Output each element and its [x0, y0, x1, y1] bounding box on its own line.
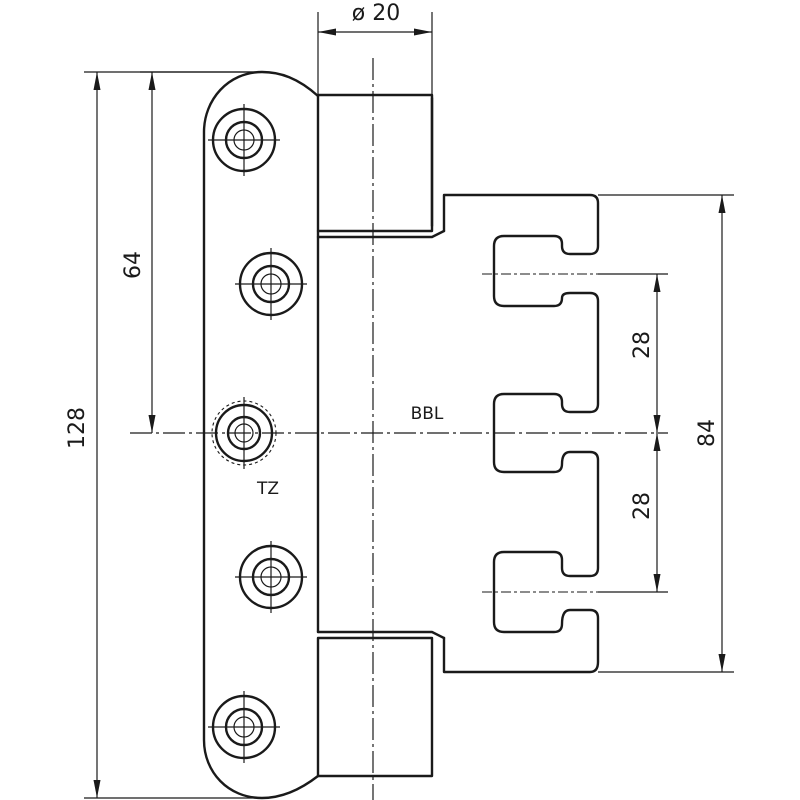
dim-pin-diameter-label: ø 20: [352, 1, 400, 26]
dim-clip-height-label: 84: [695, 419, 720, 447]
screw-hole-5: [208, 691, 280, 763]
baseline-label: BBL: [411, 404, 444, 424]
hinge-leaf-plate: [202, 70, 320, 800]
dim-slot-spacing-upper-label: 28: [630, 331, 655, 359]
screw-hole-2: [235, 248, 307, 320]
dim-pin-diameter: ø 20: [317, 1, 433, 96]
dim-slot-spacing-upper: 28: [598, 273, 668, 433]
hinge-clip-plate: [442, 193, 606, 674]
dim-clip-height: 84: [598, 194, 734, 673]
dim-hole-spacing-label: 64: [121, 251, 146, 279]
screw-hole-1: [208, 104, 280, 176]
dim-total-height-label: 128: [65, 407, 90, 449]
dim-slot-spacing-lower-label: 28: [630, 492, 655, 520]
dim-total-height: 128: [65, 71, 262, 799]
dim-hole-spacing: 64: [121, 71, 262, 433]
screw-hole-4: [235, 541, 307, 613]
hinge-knuckle: [316, 93, 446, 778]
dim-slot-spacing-lower: 28: [598, 433, 668, 593]
fixing-hole-label: TZ: [256, 479, 279, 499]
